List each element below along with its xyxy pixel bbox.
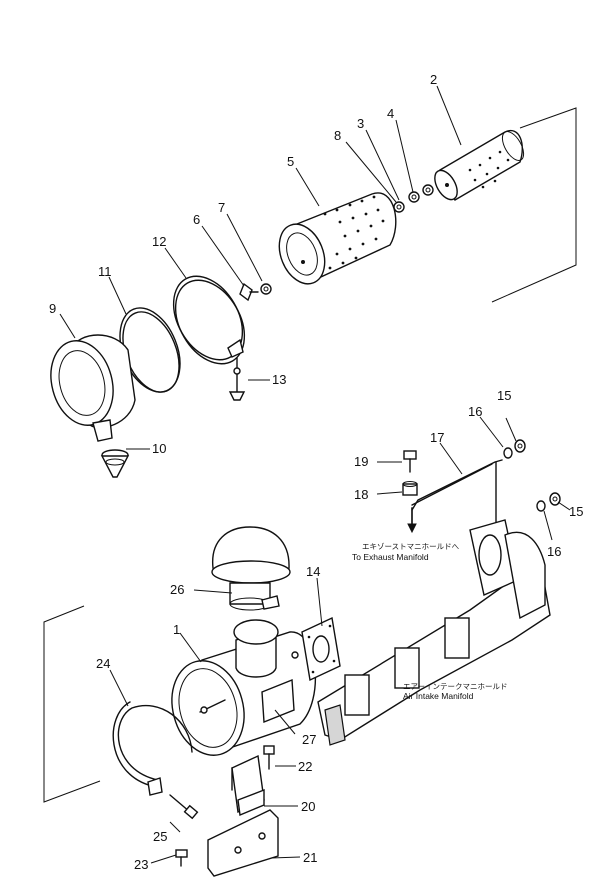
part-23-bolt	[175, 849, 188, 867]
callout-15-upper: 15	[497, 388, 511, 403]
callout-14: 14	[306, 564, 320, 579]
callout-15-lower: 15	[569, 504, 583, 519]
upper-frame-lines	[491, 107, 577, 303]
callout-16-lower: 16	[547, 544, 561, 559]
part-15-nut-upper	[514, 439, 526, 453]
callout-2: 2	[430, 72, 437, 87]
callout-10: 10	[152, 441, 166, 456]
exhaust-arrow	[407, 507, 417, 534]
callout-8: 8	[334, 128, 341, 143]
callout-3: 3	[357, 116, 364, 131]
callout-17: 17	[430, 430, 444, 445]
callout-23: 23	[134, 857, 148, 872]
part-8-seal-washer	[393, 201, 405, 213]
callout-16-upper: 16	[468, 404, 482, 419]
callout-5: 5	[287, 154, 294, 169]
intake-note-en: Air Intake Manifold	[403, 691, 474, 701]
callout-9: 9	[49, 301, 56, 316]
part-14-gasket	[301, 616, 341, 682]
part-18-spacer	[402, 481, 418, 496]
part-24-band	[112, 701, 193, 796]
callout-26: 26	[170, 582, 184, 597]
part-15-nut-lower	[549, 492, 561, 506]
part-13-bolt	[228, 357, 246, 401]
part-17-stay	[411, 459, 503, 528]
callout-25: 25	[153, 829, 167, 844]
lower-frame-lines	[43, 605, 101, 803]
part-9-cover	[50, 334, 136, 442]
callout-13: 13	[272, 372, 286, 387]
part-3-washer	[408, 191, 420, 203]
callout-19: 19	[354, 454, 368, 469]
part-5-perforations	[323, 195, 385, 270]
callout-numbers: 2 3 4 8 5 6 7 12 11 9 10 13 15 16 17 19 …	[49, 72, 583, 872]
part-4-nut	[422, 184, 434, 196]
part-22-bolt	[263, 745, 275, 770]
leader-lines	[59, 85, 571, 864]
part-16-washer-lower	[536, 500, 546, 512]
part-12-clamp-band	[172, 275, 246, 365]
callout-21: 21	[303, 850, 317, 865]
callout-6: 6	[193, 212, 200, 227]
air-intake-manifold	[317, 519, 551, 746]
callout-12: 12	[152, 234, 166, 249]
part-26-rain-cap	[211, 526, 291, 611]
callout-20: 20	[301, 799, 315, 814]
part-2-perforations	[468, 150, 510, 189]
part-2-inner-element	[434, 129, 525, 201]
callout-22: 22	[298, 759, 312, 774]
callout-18: 18	[354, 487, 368, 502]
part-5-primary-element	[278, 192, 397, 285]
part-19-bolt	[403, 450, 417, 473]
part-7-nut	[260, 283, 272, 295]
callout-4: 4	[387, 106, 394, 121]
callout-24: 24	[96, 656, 110, 671]
part-1-air-cleaner-body	[171, 619, 317, 756]
intake-note-jp: エアーインテークマニホールド	[403, 682, 508, 691]
callout-7: 7	[218, 200, 225, 215]
part-10-valve	[100, 449, 130, 478]
exhaust-note-jp: エキゾーストマニホールドへ	[362, 542, 460, 551]
exhaust-note-en: To Exhaust Manifold	[352, 552, 429, 562]
notes: エキゾーストマニホールドへ To Exhaust Manifold エアーインテ…	[352, 542, 508, 701]
part-21-base-bracket	[207, 809, 279, 877]
part-27-plate	[261, 678, 295, 724]
part-20-bracket	[231, 754, 265, 816]
callout-1: 1	[173, 622, 180, 637]
part-16-washer-upper	[503, 447, 513, 459]
part-6-wing-bolt	[239, 282, 259, 302]
callout-11: 11	[98, 264, 112, 279]
part-25-long-bolt	[169, 794, 199, 820]
callout-27: 27	[302, 732, 316, 747]
